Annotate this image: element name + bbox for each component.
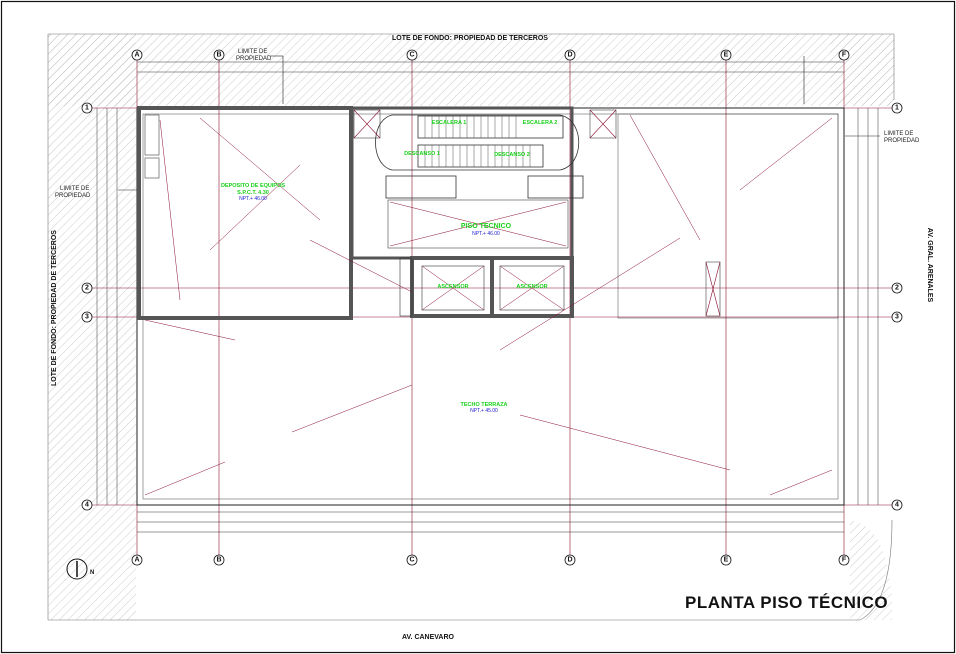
grid-label-4-left: 4 [85,502,89,509]
drawing-title: PLANTA PISO TÉCNICO [685,593,888,612]
grid-bubble-c-bottom [406,554,418,566]
grid-label-1-left: 1 [85,105,89,112]
room-ascensor2: ASCENSOR [516,284,547,290]
grid-label-b-bottom: B [216,557,221,564]
room-escalera2: ESCALERA 2 [523,120,558,126]
room-deposito-sub: S.P.C.T. 4.30 [237,190,269,196]
grid-label-3-left: 3 [85,314,89,321]
limit-label-right-1: LIMITE DE [884,131,913,137]
bottom-street-label: AV. CANEVARO [402,634,455,641]
grid-bubble-f-bottom [838,554,850,566]
grid-label-c-bottom: C [409,557,414,564]
grid-bubble-b-bottom [213,554,225,566]
grid-bubble-e-top [720,49,732,61]
room-descanso1: DESCANSO 1 [404,151,440,157]
top-lot-label: LOTE DE FONDO: PROPIEDAD DE TERCEROS [392,35,548,42]
room-ascensor1: ASCENSOR [437,284,468,290]
deposito-diagonals [159,117,321,301]
grid-bubble-2-right [891,282,903,294]
roof-slope-lines [144,114,833,496]
property-limit-leaders [118,55,880,191]
room-descanso2: DESCANSO 2 [494,152,530,158]
dimension-lines [96,61,879,533]
property-limit-labels: LIMITE DE PROPIEDAD LIMITE DE PROPIEDAD … [55,49,920,199]
room-labels: DEPOSITO DE EQUIPOS S.P.C.T. 4.30 NPT.+ … [221,120,557,414]
grid-label-f-top: F [842,52,847,59]
room-escalera1: ESCALERA 1 [432,120,467,126]
stair-core [350,106,584,260]
grid-bubble-1-right [891,102,903,114]
grid-bubble-a-bottom [131,554,143,566]
right-street-label: AV. GRAL. ARENALES [926,228,933,303]
north-arrow-icon [66,558,88,580]
grid-bubble-1-left [81,102,93,114]
piso-tecnico-area [387,199,569,249]
room-deposito-name: DEPOSITO DE EQUIPOS [221,183,285,189]
limit-label-left-1: LIMITE DE [60,186,89,192]
grid-label-b-top: B [216,52,221,59]
room-deposito-level: NPT.+ 46.00 [239,196,267,202]
left-lot-label: LOTE DE FONDO: PROPIEDAD DE TERCEROS [51,230,58,386]
grid-label-2-right: 2 [895,285,899,292]
limit-label-left-2: PROPIEDAD [55,193,91,199]
north-label: N [90,570,94,576]
grid-bubble-b-top [213,49,225,61]
grid-bubbles [81,49,903,566]
grid-bubble-3-right [891,311,903,323]
room-piso-tecnico-name: PISO TECNICO [461,223,512,230]
grid-label-a-bottom: A [134,557,139,564]
room-techo-terraza-name: TECHO TERRAZA [460,402,507,408]
neighbor-lot-hatching [48,34,894,620]
deposito-room-walls [137,106,353,320]
grid-label-e-bottom: E [724,557,729,564]
grid-bubble-f-top [838,49,850,61]
right-parapet [617,113,839,319]
grid-bubble-3-left [81,311,93,323]
limit-label-top-2: PROPIEDAD [236,56,272,62]
grid-label-c-top: C [409,52,414,59]
grid-bubble-labels: A B C D E F A B C D E F 1 2 3 4 1 2 3 4 [85,52,899,564]
grid-label-d-top: D [567,52,572,59]
room-techo-terraza-level: NPT.+ 45.00 [470,408,498,414]
grid-bubble-d-bottom [564,554,576,566]
limit-label-top-1: LIMITE DE [238,49,267,55]
grid-bubble-c-top [406,49,418,61]
grid-bubble-a-top [131,49,143,61]
grid-label-d-bottom: D [567,557,572,564]
grid-bubble-2-left [81,282,93,294]
grid-label-1-right: 1 [895,105,899,112]
service-shafts [144,109,721,317]
grid-label-e-top: E [724,52,729,59]
grid-label-f-bottom: F [842,557,847,564]
street-edges [47,33,895,621]
grid-label-3-right: 3 [895,314,899,321]
grid-bubble-d-top [564,49,576,61]
grid-label-2-left: 2 [85,285,89,292]
grid-bubble-e-bottom [720,554,732,566]
elevator-core [399,256,574,318]
grid-label-a-top: A [134,52,139,59]
limit-label-right-2: PROPIEDAD [884,138,920,144]
grid-label-4-right: 4 [895,502,899,509]
stair-treads [424,116,531,167]
north-arrow: N [66,558,94,580]
grid-bubble-4-right [891,499,903,511]
grid-bubble-4-left [81,499,93,511]
room-piso-tecnico-level: NPT.+ 46.00 [472,231,500,237]
